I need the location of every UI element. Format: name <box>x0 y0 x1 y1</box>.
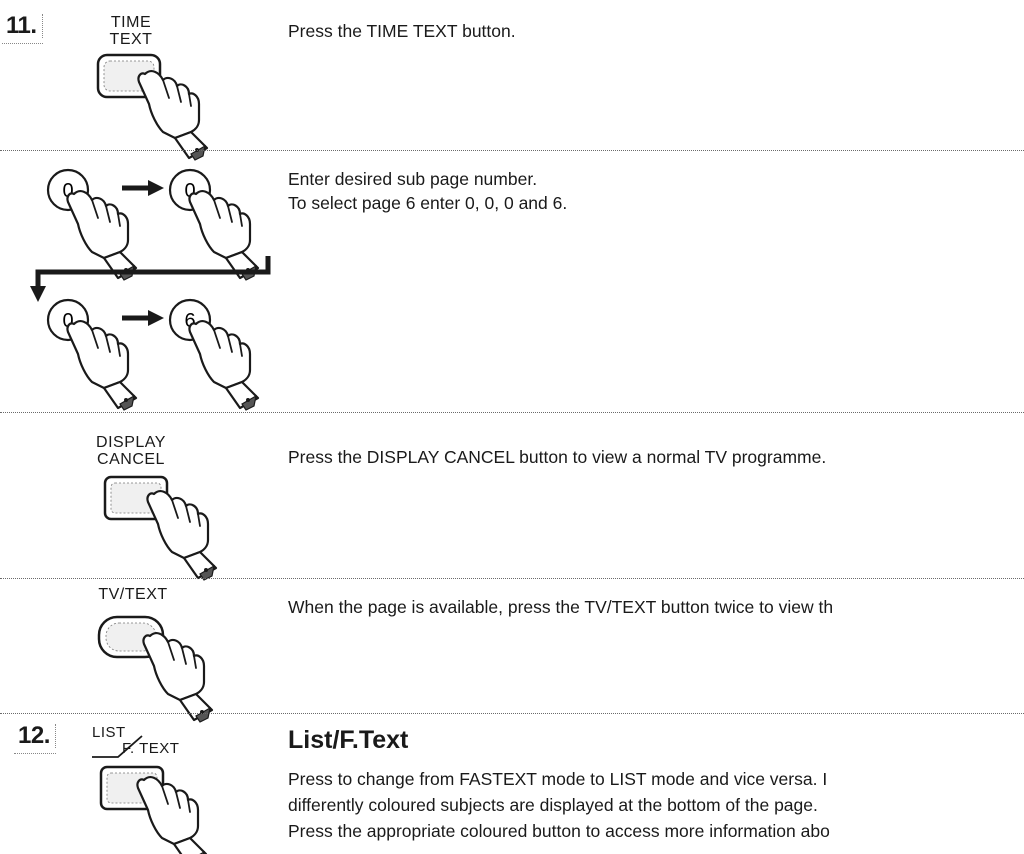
instruction-subpage-line1: Enter desired sub page number. <box>288 169 538 189</box>
instruction-display-cancel: Press the DISPLAY CANCEL button to view … <box>288 447 827 467</box>
time-text-label-line2: TEXT <box>109 31 153 48</box>
time-text-label-line1: TIME <box>110 14 152 31</box>
separator <box>0 412 1024 413</box>
display-cancel-label-line1: DISPLAY <box>96 434 166 451</box>
step12-line3: Press the appropriate coloured button to… <box>288 821 830 841</box>
separator <box>0 578 1024 579</box>
instruction-time-text: Press the TIME TEXT button. <box>288 21 516 41</box>
instruction-subpage-line2: To select page 6 enter 0, 0, 0 and 6. <box>288 193 568 213</box>
separator <box>0 150 1024 151</box>
time-text-button-label: TIME TEXT <box>96 14 166 48</box>
tv-text-button-illustration <box>97 615 214 724</box>
step-number-11: 11. <box>2 12 43 44</box>
step-number-12: 12. <box>14 722 56 754</box>
ftext-label: F. TEXT <box>122 740 180 757</box>
separator <box>0 713 1024 714</box>
list-ftext-button-label: LIST F. TEXT <box>92 724 192 764</box>
step12-line2: differently coloured subjects are displa… <box>288 795 818 815</box>
digit-1: 0 <box>62 180 73 202</box>
heading-list-ftext: List/F.Text <box>288 726 409 754</box>
time-text-button-illustration <box>96 53 209 162</box>
digit-3: 0 <box>62 310 73 332</box>
digit-2: 0 <box>184 180 195 202</box>
label-divider-slash <box>92 735 143 758</box>
display-cancel-button-illustration <box>103 475 218 582</box>
step12-line1: Press to change from FASTEXT mode to LIS… <box>288 769 828 789</box>
list-ftext-button-illustration <box>99 765 208 854</box>
digit-4: 6 <box>184 310 195 332</box>
display-cancel-button-label: DISPLAY CANCEL <box>88 434 174 468</box>
tv-text-button-label: TV/TEXT <box>98 586 168 603</box>
digit-sequence-illustration: 0 0 0 6 <box>30 168 271 412</box>
list-label: LIST <box>92 724 126 741</box>
instruction-tv-text: When the page is available, press the TV… <box>288 597 834 617</box>
display-cancel-label-line2: CANCEL <box>97 451 165 468</box>
